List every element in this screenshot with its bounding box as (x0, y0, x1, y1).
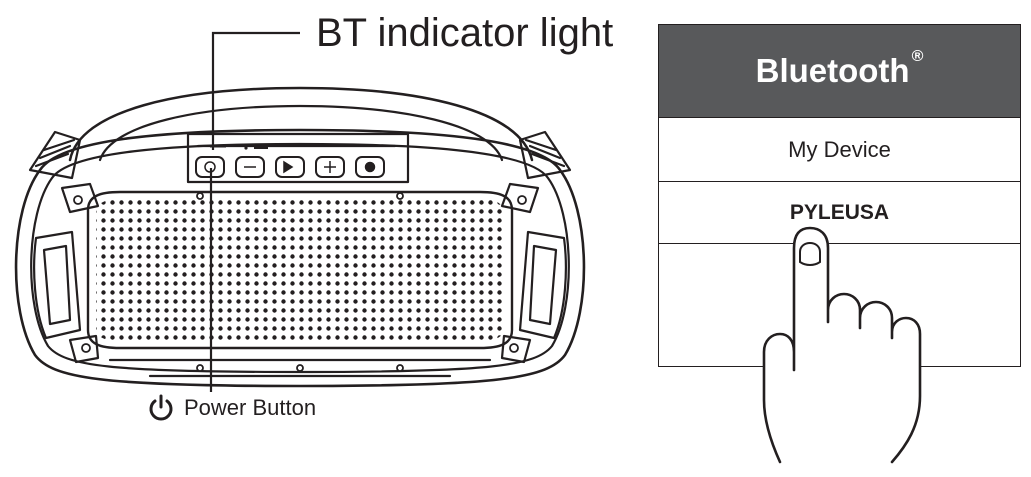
handle (68, 86, 534, 162)
device-item-my-device[interactable]: My Device (659, 117, 1020, 181)
speaker-body (14, 128, 586, 388)
power-button-label: Power Button (146, 392, 316, 424)
speaker-illustration (14, 31, 586, 392)
power-button-text: Power Button (184, 395, 317, 420)
bluetooth-title: Bluetooth (755, 52, 910, 89)
bt-callout-line (211, 31, 300, 150)
device-label: My Device (788, 136, 891, 162)
power-icon (149, 394, 173, 421)
bluetooth-device-list: Bluetooth® My Device PYLEUSA (658, 24, 1021, 367)
registered-mark: ® (911, 48, 924, 65)
device-label: PYLEUSA (789, 200, 890, 224)
device-list-empty-row (659, 243, 1020, 366)
bt-indicator-label: BT indicator light (316, 11, 614, 55)
device-item-pyleusa[interactable]: PYLEUSA (659, 181, 1020, 243)
bluetooth-header: Bluetooth® (659, 25, 1020, 117)
